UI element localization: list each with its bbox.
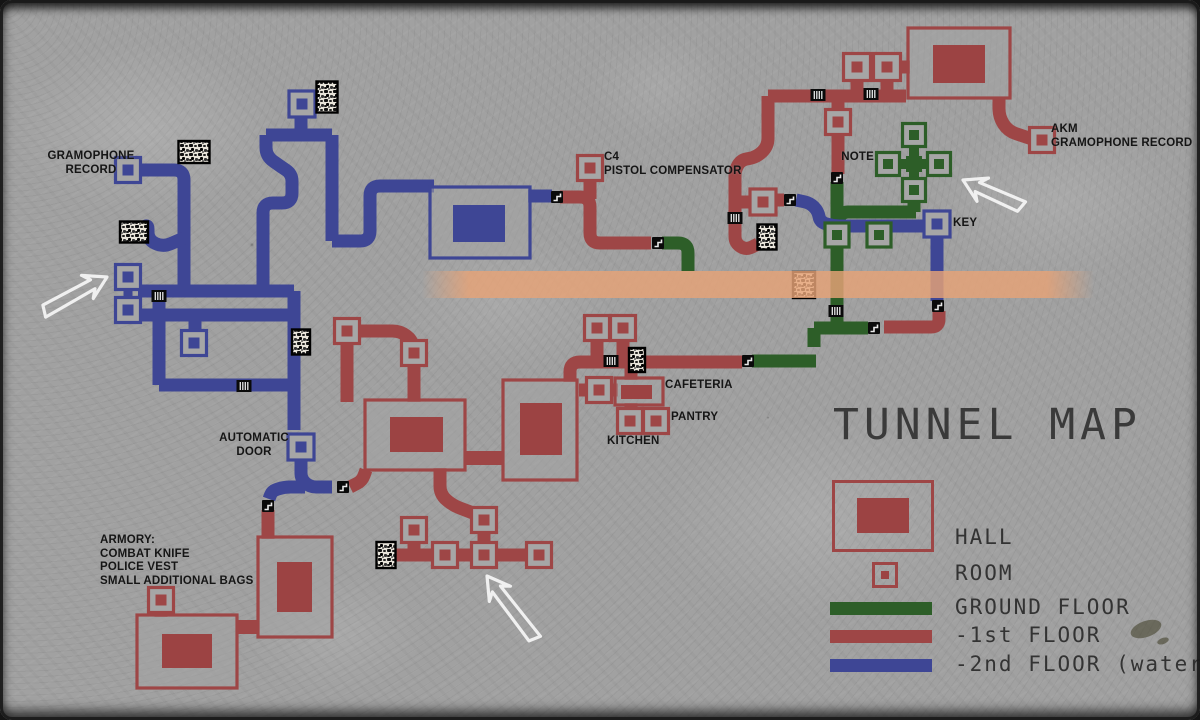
legend-second-floor-swatch [830, 659, 932, 672]
room [524, 540, 554, 570]
room [113, 262, 143, 292]
room [332, 316, 362, 346]
tunnel-path [347, 467, 373, 493]
halls [135, 26, 1012, 690]
legend-hall-label: HALL [955, 525, 1014, 549]
room [146, 585, 176, 615]
room [582, 313, 612, 343]
room [430, 540, 460, 570]
stairs-icon [118, 220, 150, 244]
room [469, 540, 499, 570]
tunnel-path [140, 163, 191, 291]
legend-room-fill [881, 571, 889, 579]
room [925, 150, 953, 178]
stairs-icon [756, 223, 778, 251]
stairs-icon [177, 139, 211, 165]
tunnel-path [262, 480, 305, 502]
room [286, 432, 316, 462]
tunnels-ground-floor [662, 146, 932, 368]
room [179, 328, 209, 358]
tunnel-path [433, 468, 476, 520]
room [823, 221, 851, 249]
gate-icon [810, 89, 826, 101]
legend-room-label: ROOM [955, 561, 1014, 585]
room [469, 505, 499, 535]
door-icon [262, 500, 274, 512]
tunnel-path [256, 135, 299, 291]
legend-second-floor-label: -2nd FLOOR (water) [955, 652, 1200, 676]
hall-center-west [363, 398, 467, 472]
room [1027, 125, 1057, 155]
legend-ground-floor-swatch [830, 602, 932, 615]
legend-hall-swatch [832, 480, 934, 552]
gate-icon [727, 212, 743, 224]
stairs-icon [315, 80, 339, 114]
cross-junction [906, 156, 922, 172]
room [399, 338, 429, 368]
room [874, 150, 902, 178]
room [113, 155, 143, 185]
stairs-icon [627, 346, 647, 374]
legend-first-floor-label: -1st FLOOR [955, 623, 1102, 647]
room [575, 153, 605, 183]
legend-hall-fill [857, 498, 909, 533]
stairs-icon [375, 540, 397, 570]
arrow-east-entrance [961, 176, 1028, 213]
door-icon [831, 172, 843, 184]
gate-icon [603, 355, 619, 367]
hall-armory-upper [256, 535, 334, 639]
room [113, 295, 143, 325]
legend-ground-floor-label: GROUND FLOOR [955, 595, 1131, 619]
room [823, 107, 853, 137]
room [608, 313, 638, 343]
map-title: TUNNEL MAP [833, 400, 1142, 450]
tunnel-path [662, 236, 695, 271]
gate-icon [236, 380, 252, 392]
legend-first-floor-swatch [830, 630, 932, 643]
door-icon [742, 355, 754, 367]
room [748, 187, 778, 217]
room [865, 221, 893, 249]
gate-icon [828, 305, 844, 317]
hall-northeast [906, 26, 1012, 100]
tunnel-path [560, 190, 651, 250]
room [841, 51, 873, 83]
door-icon [868, 322, 880, 334]
tunnel-path [332, 179, 434, 248]
legend-room-swatch [872, 562, 898, 588]
arrow-south-entrance [485, 574, 543, 643]
door-icon [551, 191, 563, 203]
door-icon [932, 300, 944, 312]
hall-central-water [428, 185, 532, 260]
gate-icon [863, 88, 879, 100]
room [615, 406, 645, 436]
room [900, 121, 928, 149]
hall-cafeteria [613, 376, 665, 407]
hall-center-east [501, 378, 579, 482]
tunnel-path [728, 96, 775, 255]
rooms [113, 51, 1057, 615]
room [287, 89, 317, 119]
door-icon [337, 481, 349, 493]
tunnel-path [563, 355, 742, 382]
stairs-icon [290, 328, 312, 356]
room [641, 406, 671, 436]
room [922, 209, 952, 239]
dirt-smudge [1130, 619, 1162, 639]
gate-icon [151, 290, 167, 302]
room [399, 515, 429, 545]
room [871, 51, 903, 83]
tunnel-path [294, 460, 332, 494]
door-icon [784, 194, 796, 206]
orange-overpass-band [422, 271, 1094, 298]
hall-armory-lower [135, 613, 239, 690]
arrow-west-entrance [41, 273, 109, 319]
room [584, 375, 614, 405]
tunnel-path [992, 97, 1035, 146]
tunnel-path [884, 311, 946, 334]
door-icon [652, 237, 664, 249]
room [900, 176, 928, 204]
dirt-smudge [1157, 637, 1169, 645]
